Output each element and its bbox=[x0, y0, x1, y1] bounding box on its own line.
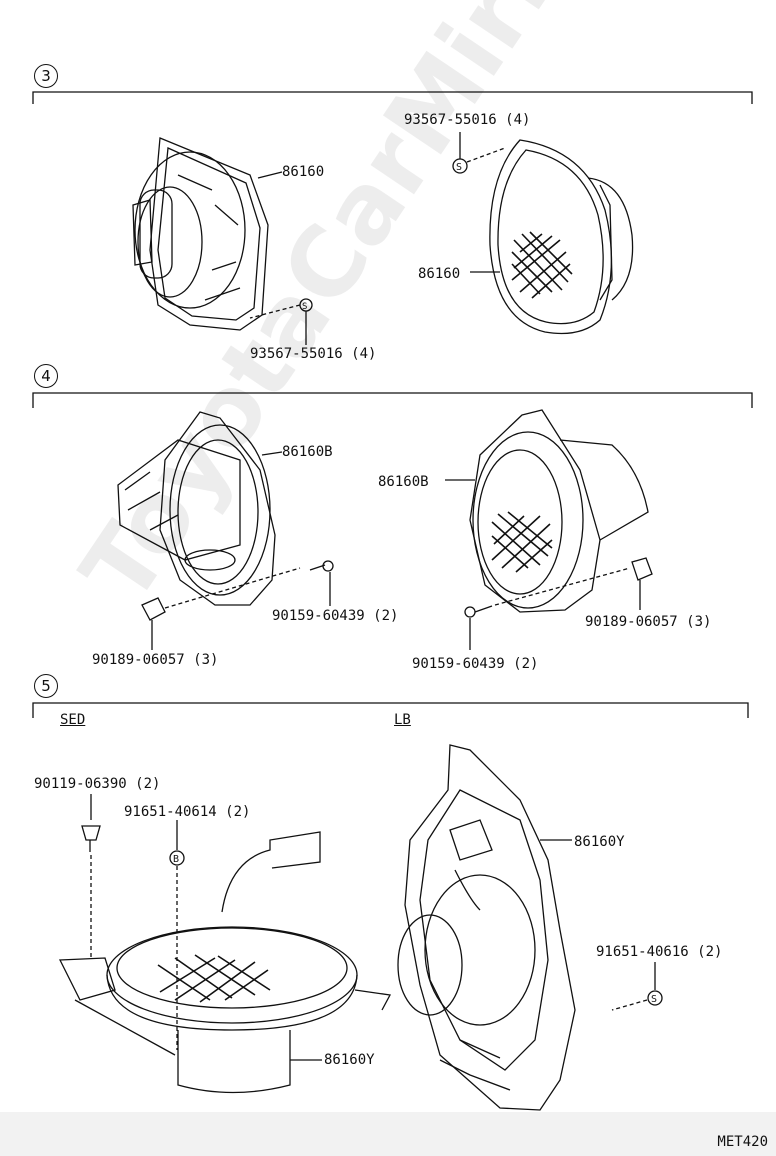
leader-86160B-left bbox=[261, 451, 283, 456]
part-label: 86160Y bbox=[574, 834, 625, 850]
screw-90159-right bbox=[464, 606, 476, 618]
speaker-86160-mesh bbox=[511, 231, 573, 299]
part-label: 86160Y bbox=[324, 1052, 375, 1068]
leader-86160-left bbox=[257, 171, 283, 179]
part-label: 86160 bbox=[282, 164, 325, 180]
speaker-86160-rear bbox=[132, 137, 269, 331]
clip-91651-40614 bbox=[169, 850, 185, 866]
clip-90189-left bbox=[141, 597, 166, 621]
clip-90189-right bbox=[631, 557, 653, 581]
clip-91651-40616 bbox=[647, 990, 663, 1006]
part-label: 86160 bbox=[418, 266, 461, 282]
section-3-bracket bbox=[32, 91, 753, 104]
part-label: 90189-06057 (3) bbox=[92, 652, 219, 668]
part-label: 90159-60439 (2) bbox=[272, 608, 399, 624]
variant-label-lb: LB bbox=[394, 712, 411, 728]
section-4-marker: 4 bbox=[34, 364, 58, 388]
part-label: 93567-55016 (4) bbox=[250, 346, 377, 362]
svg-text:S: S bbox=[302, 302, 307, 312]
section-5-bracket bbox=[32, 702, 749, 718]
bottom-band bbox=[0, 1112, 776, 1156]
part-label: 93567-55016 (4) bbox=[404, 112, 531, 128]
speaker-86160-front bbox=[489, 139, 634, 335]
part-label: 91651-40616 (2) bbox=[596, 944, 723, 960]
speaker-86160Y-sed-mesh bbox=[157, 954, 271, 1003]
part-label: 86160B bbox=[282, 444, 333, 460]
speaker-86160B-right bbox=[469, 409, 649, 613]
svg-text:S: S bbox=[456, 162, 462, 173]
section-3-marker: 3 bbox=[34, 64, 58, 88]
part-label: 90159-60439 (2) bbox=[412, 656, 539, 672]
section-4-bracket bbox=[32, 392, 753, 408]
section-5-marker: 5 bbox=[34, 674, 58, 698]
part-label: 91651-40614 (2) bbox=[124, 804, 251, 820]
part-label: 90189-06057 (3) bbox=[585, 614, 712, 630]
part-label: 90119-06390 (2) bbox=[34, 776, 161, 792]
part-label: 86160B bbox=[378, 474, 429, 490]
speaker-86160B-mesh bbox=[491, 511, 553, 573]
speaker-86160B-left bbox=[117, 411, 276, 606]
variant-label-sed: SED bbox=[60, 712, 86, 728]
speaker-86160Y-lb bbox=[397, 744, 576, 1111]
figure-code: MET420 bbox=[717, 1134, 768, 1150]
svg-text:S: S bbox=[651, 994, 657, 1005]
speaker-86160Y-sed bbox=[58, 831, 392, 1094]
svg-text:B: B bbox=[173, 854, 179, 865]
bolt-90119 bbox=[81, 825, 101, 852]
